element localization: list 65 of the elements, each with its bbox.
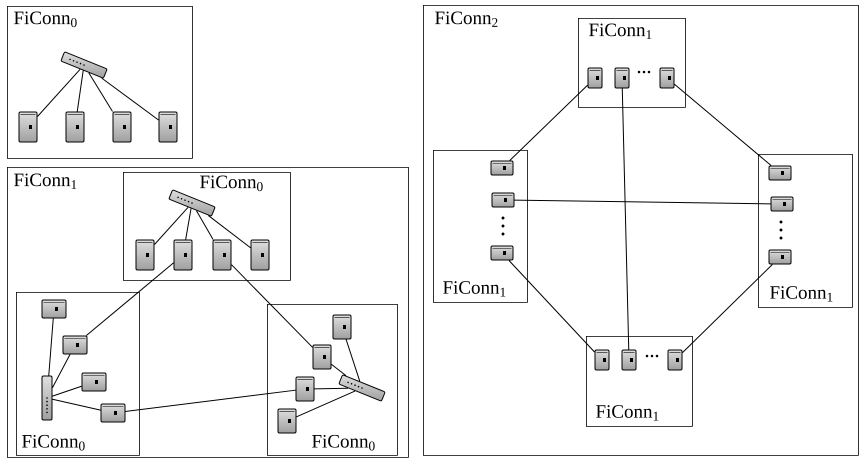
server-icon: [312, 344, 332, 370]
server-icon: [18, 112, 38, 142]
connection-line: [296, 390, 356, 418]
connection-line: [231, 264, 313, 348]
subgroup-box: FiConn$_{0}$: [123, 172, 291, 281]
connection-line: [674, 84, 772, 166]
server-icon: [490, 160, 514, 176]
connection-line: [37, 68, 81, 117]
connection-line: [48, 318, 54, 376]
connection-line: [76, 70, 84, 112]
server-icon: [82, 372, 106, 392]
server-icon: [768, 166, 792, 180]
connection-line: [208, 215, 251, 248]
connection-line: [682, 264, 773, 354]
server-icon: [250, 240, 270, 270]
server-icon: [174, 240, 192, 270]
connection-line: [509, 84, 588, 161]
subgroup-box: FiConn$_{0}$: [267, 304, 398, 456]
subgroup-box: FiConn$_{1}$: [578, 18, 686, 108]
connection-line: [331, 364, 347, 376]
subgroup-box: FiConn$_{1}$: [433, 150, 528, 303]
server-icon: [492, 192, 514, 208]
server-icon: [614, 68, 630, 88]
connection-line: [514, 200, 771, 204]
server-icon: [66, 112, 84, 142]
group-box: FiConn$_{0}$: [7, 6, 193, 159]
connection-line: [52, 398, 101, 411]
switch-icon: [60, 52, 108, 78]
connection-line: [88, 72, 113, 112]
server-icon: [100, 404, 126, 422]
server-icon: [278, 408, 296, 434]
switch-icon: [42, 376, 52, 420]
server-icon: [332, 314, 352, 340]
connection-line: [125, 390, 296, 412]
connection-line: [346, 339, 360, 382]
connection-line: [52, 386, 82, 397]
server-icon: [660, 68, 674, 88]
server-icon: [588, 68, 602, 88]
server-icon: [136, 240, 154, 270]
switch-icon: [168, 190, 216, 216]
server-icon: [668, 350, 682, 370]
subgroup-box: FiConn$_{1}$: [586, 336, 693, 427]
connection-line: [154, 206, 189, 245]
connection-line: [86, 262, 174, 336]
server-icon: [112, 112, 132, 142]
server-icon: [594, 350, 610, 370]
connection-line: [52, 354, 70, 388]
connection-line: [101, 78, 159, 120]
connection-line: [196, 210, 214, 240]
connection-line: [314, 388, 348, 390]
server-icon: [42, 300, 66, 318]
connection-line: [622, 88, 630, 350]
server-icon: [622, 350, 636, 370]
connection-line: [508, 260, 595, 352]
switch-icon: [338, 374, 386, 402]
server-icon: [770, 196, 794, 212]
server-icon: [158, 112, 178, 142]
connection-line: [185, 208, 192, 240]
server-icon: [212, 240, 232, 270]
server-icon: [296, 376, 314, 402]
subgroup-box: FiConn$_{0}$: [16, 292, 140, 456]
subgroup-box: FiConn$_{1}$: [758, 154, 853, 308]
server-icon: [490, 246, 514, 260]
server-icon: [62, 336, 88, 354]
server-icon: [768, 250, 792, 264]
